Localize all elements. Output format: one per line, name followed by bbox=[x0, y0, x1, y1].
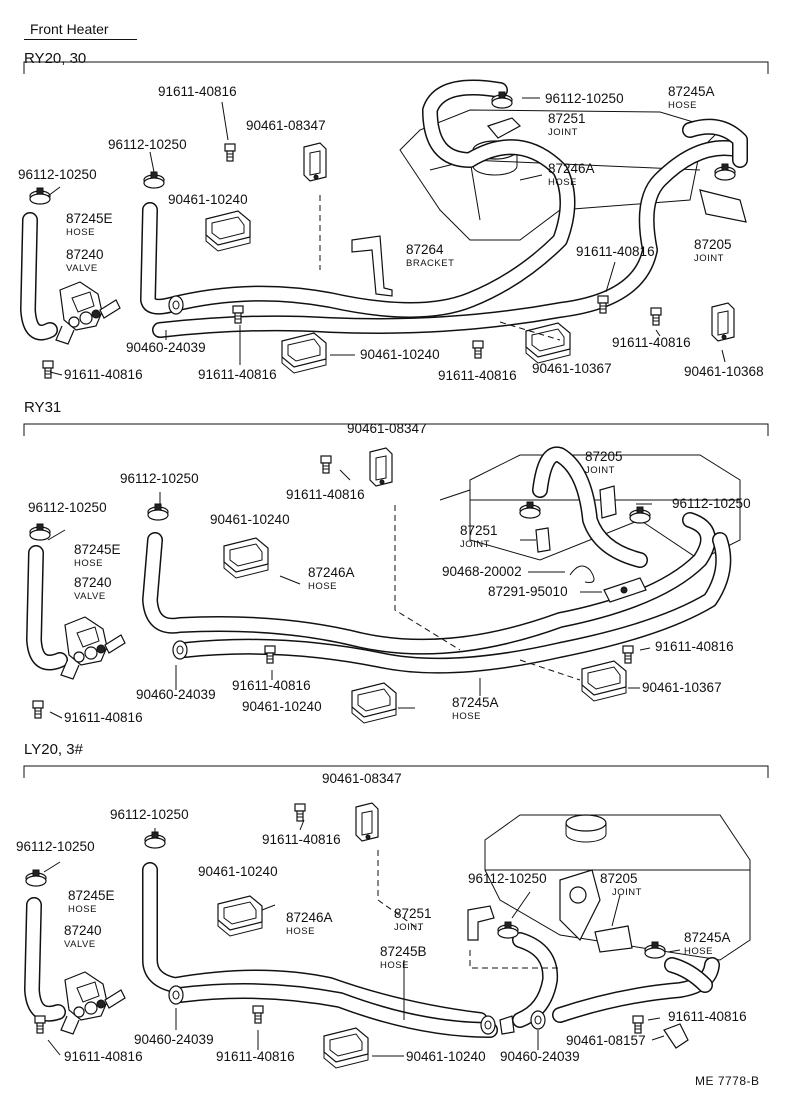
part-name-valve: VALVE bbox=[64, 939, 96, 950]
part-name-hose: HOSE bbox=[66, 227, 95, 238]
part-number-87245e: 87245E bbox=[66, 211, 113, 226]
part-label: 90461-08347 bbox=[347, 421, 427, 436]
part-label: 96112-10250 bbox=[18, 167, 97, 182]
section-ry31-art bbox=[23, 423, 769, 724]
part-label: 91611-40816 bbox=[64, 367, 143, 382]
part-label: 96112-10250 bbox=[672, 496, 751, 511]
title-underline bbox=[24, 39, 137, 40]
part-label: 91611-40816 bbox=[438, 368, 517, 383]
part-number-87245e: 87245E bbox=[68, 888, 115, 903]
part-label: 96112-10250 bbox=[468, 871, 547, 886]
part-name-joint: JOINT bbox=[612, 887, 642, 898]
part-number-87240: 87240 bbox=[64, 923, 102, 938]
part-name-hose: HOSE bbox=[74, 558, 103, 569]
part-number-87245b: 87245B bbox=[380, 944, 427, 959]
part-name-valve: VALVE bbox=[66, 263, 98, 274]
section-title-ry20-30: RY20, 30 bbox=[24, 50, 87, 67]
part-label: 90461-10240 bbox=[210, 512, 290, 527]
part-number-87246a: 87246A bbox=[308, 565, 355, 580]
part-label: 91611-40816 bbox=[158, 84, 237, 99]
part-number-87205: 87205 bbox=[694, 237, 732, 252]
part-label: 90461-08157 bbox=[566, 1033, 646, 1048]
part-name-joint: JOINT bbox=[585, 465, 615, 476]
part-number-87251: 87251 bbox=[394, 906, 432, 921]
part-label: 91611-40816 bbox=[668, 1009, 747, 1024]
part-label: 91611-40816 bbox=[232, 678, 311, 693]
part-label: 90461-10240 bbox=[242, 699, 322, 714]
part-label: 96112-10250 bbox=[110, 807, 189, 822]
part-label: 90460-24039 bbox=[134, 1032, 214, 1047]
section-title-ry31: RY31 bbox=[24, 399, 62, 416]
part-label: 91611-40816 bbox=[655, 639, 734, 654]
part-label: 96112-10250 bbox=[108, 137, 187, 152]
part-name-hose: HOSE bbox=[308, 581, 337, 592]
part-label: 91611-40816 bbox=[64, 1049, 143, 1064]
part-name-hose: HOSE bbox=[68, 904, 97, 915]
part-number-87240: 87240 bbox=[74, 575, 112, 590]
part-label: 91611-40816 bbox=[612, 335, 691, 350]
part-name-hose: HOSE bbox=[668, 100, 697, 111]
part-label: 96112-10250 bbox=[545, 91, 624, 106]
part-label: 91611-40816 bbox=[216, 1049, 295, 1064]
part-number-87245e: 87245E bbox=[74, 542, 121, 557]
part-number-87245a: 87245A bbox=[452, 695, 499, 710]
part-label: 96112-10250 bbox=[28, 500, 107, 515]
part-number-87246a: 87246A bbox=[286, 910, 333, 925]
part-label: 90460-24039 bbox=[500, 1049, 580, 1064]
part-name-joint: JOINT bbox=[548, 127, 578, 138]
part-name-joint: JOINT bbox=[694, 253, 724, 264]
part-label: 91611-40816 bbox=[198, 367, 277, 382]
drawing-reference: ME 7778-B bbox=[695, 1074, 760, 1088]
part-label: 87291-95010 bbox=[488, 584, 568, 599]
part-name-joint: JOINT bbox=[460, 539, 490, 550]
section-title-ly20-3: LY20, 3# bbox=[24, 741, 83, 758]
section-ly20-3-art bbox=[23, 765, 769, 1069]
part-name-hose: HOSE bbox=[380, 960, 409, 971]
part-number-87251: 87251 bbox=[460, 523, 498, 538]
diagram-title: Front Heater bbox=[30, 21, 109, 37]
part-label: 90461-10367 bbox=[532, 361, 612, 376]
part-name-joint: JOINT bbox=[394, 922, 424, 933]
part-number-87251: 87251 bbox=[548, 111, 586, 126]
part-number-87240: 87240 bbox=[66, 247, 104, 262]
part-label: 90468-20002 bbox=[442, 564, 522, 579]
part-label: 90460-24039 bbox=[136, 687, 216, 702]
part-number-87205: 87205 bbox=[585, 449, 623, 464]
part-label: 90461-10240 bbox=[198, 864, 278, 879]
part-label: 91611-40816 bbox=[64, 710, 143, 725]
part-label: 90461-10240 bbox=[168, 192, 248, 207]
part-name-hose: HOSE bbox=[548, 177, 577, 188]
part-number-87246a: 87246A bbox=[548, 161, 595, 176]
part-label: 90461-10368 bbox=[684, 364, 764, 379]
part-label: 90460-24039 bbox=[126, 340, 206, 355]
part-name-valve: VALVE bbox=[74, 591, 106, 602]
section-ry20-30-art bbox=[20, 61, 769, 379]
part-name-hose: HOSE bbox=[286, 926, 315, 937]
part-label: 90461-10367 bbox=[642, 680, 722, 695]
part-label: 96112-10250 bbox=[120, 471, 199, 486]
part-name-hose: HOSE bbox=[684, 946, 713, 957]
part-number-87245a: 87245A bbox=[668, 84, 715, 99]
part-label: 91611-40816 bbox=[286, 487, 365, 502]
part-label: 90461-08347 bbox=[246, 118, 326, 133]
part-label: 90461-10240 bbox=[406, 1049, 486, 1064]
part-number-87245a: 87245A bbox=[684, 930, 731, 945]
part-label: 91611-40816 bbox=[262, 832, 341, 847]
part-label: 90461-10240 bbox=[360, 347, 440, 362]
part-name-bracket: BRACKET bbox=[406, 258, 455, 269]
part-label: 90461-08347 bbox=[322, 771, 402, 786]
part-number-87264: 87264 bbox=[406, 242, 444, 257]
part-label: 96112-10250 bbox=[16, 839, 95, 854]
part-number-87205: 87205 bbox=[600, 871, 638, 886]
part-name-hose: HOSE bbox=[452, 711, 481, 722]
part-label: 91611-40816 bbox=[576, 244, 655, 259]
